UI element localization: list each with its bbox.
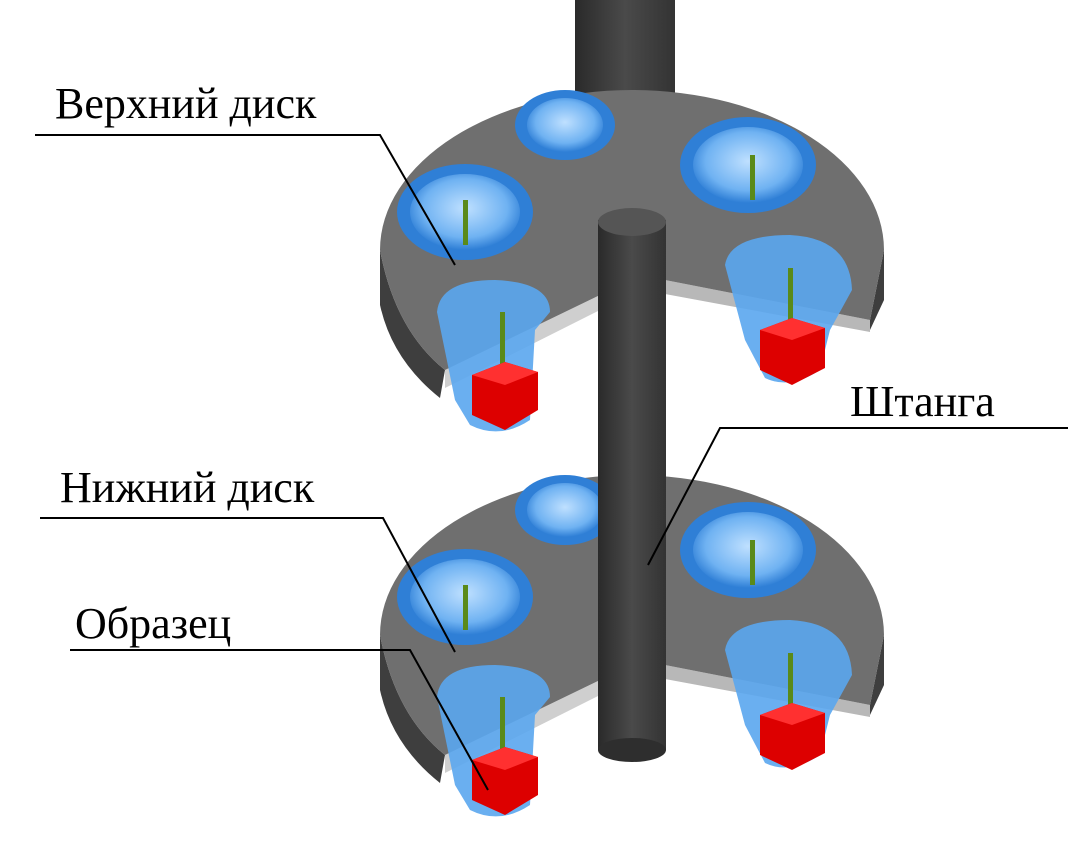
- rod-top: [598, 208, 666, 236]
- leader-lines: [35, 134, 1068, 791]
- label-lower-disc: Нижний диск: [60, 463, 315, 512]
- label-upper-disc: Верхний диск: [55, 79, 317, 128]
- rod-shaft: [598, 220, 666, 750]
- label-rod: Штанга: [850, 377, 995, 426]
- label-sample: Образец: [75, 599, 232, 648]
